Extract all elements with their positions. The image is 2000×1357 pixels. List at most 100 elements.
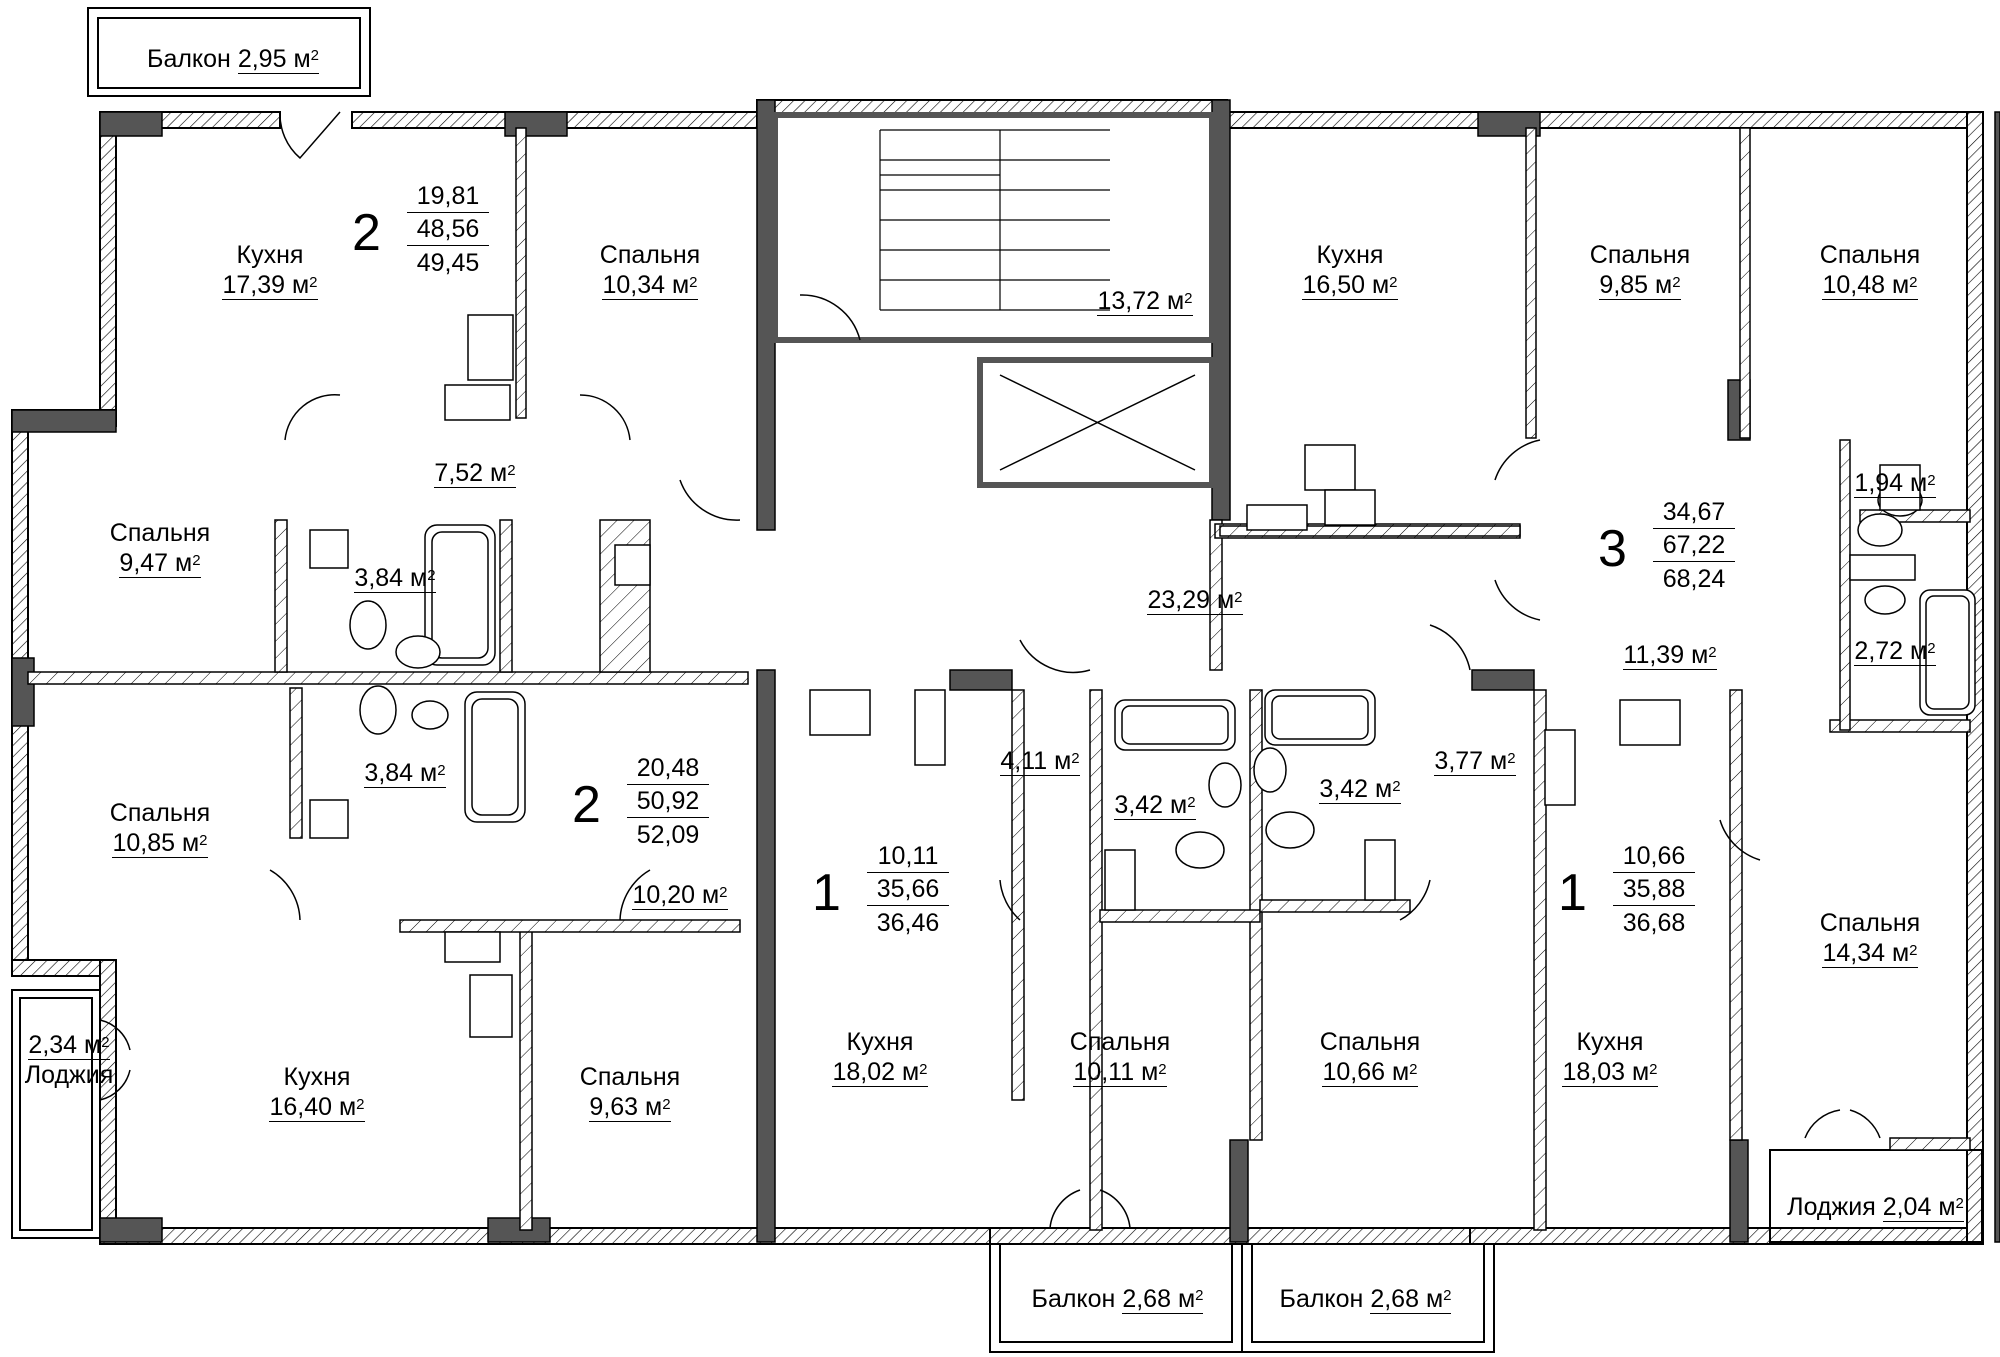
room-kitchen-1: Кухня 17,39 м2 <box>190 240 350 300</box>
room-name: Балкон <box>1279 1285 1364 1313</box>
room-name: Спальня <box>579 1063 681 1091</box>
room-hall-2: 10,20 м2 <box>632 881 728 910</box>
apartment-living-area: 34,67 <box>1653 496 1735 529</box>
stair-core <box>772 112 1215 488</box>
room-name: Спальня <box>599 241 701 269</box>
room-bedroom-2: Спальня 9,85 м2 <box>1560 240 1720 300</box>
room-bath-1: 3,84 м2 <box>354 564 436 593</box>
room-name: Кухня <box>1576 1028 1644 1056</box>
apartment-living-area: 20,48 <box>627 752 709 785</box>
room-area: 1,94 <box>1854 469 1904 497</box>
room-bath-4: 3,42 м2 <box>1114 791 1196 820</box>
room-hall-4: 4,11 м2 <box>1000 747 1080 776</box>
room-balcony-top: Балкон 2,95 м2 <box>147 45 319 74</box>
apartment-total-with-balcony: 49,45 <box>416 249 480 277</box>
apartment-living-area: 19,81 <box>407 180 489 213</box>
apartment-total-area: 50,92 <box>627 785 709 818</box>
room-area: 10,20 <box>632 881 696 909</box>
room-area: 2,72 <box>1854 637 1904 665</box>
apartment-total-area: 67,22 <box>1653 529 1735 562</box>
room-name: Спальня <box>109 519 211 547</box>
apartment-total-area: 35,88 <box>1613 873 1695 906</box>
room-area: 16,50 <box>1302 271 1366 299</box>
room-kitchen-2: Кухня 16,50 м2 <box>1270 240 1430 300</box>
apartment-rooms: 1 <box>1558 864 1587 922</box>
room-area: 18,03 <box>1562 1058 1626 1086</box>
door-swings <box>99 111 1881 1229</box>
room-bedroom-5: Спальня 10,85 м2 <box>80 798 240 858</box>
apartment-total-with-balcony: 68,24 <box>1662 565 1726 593</box>
room-area: 2,68 <box>1370 1285 1419 1313</box>
room-bath-5: 3,42 м2 <box>1319 775 1401 804</box>
room-bedroom-1: Спальня 10,34 м2 <box>570 240 730 300</box>
room-name: Лоджия <box>24 1061 114 1089</box>
room-hall-5: 3,77 м2 <box>1434 747 1516 776</box>
interior-walls <box>27 127 1971 1231</box>
room-kitchen-5: Кухня 18,03 м2 <box>1530 1027 1690 1087</box>
room-area: 10,85 <box>112 829 176 857</box>
room-area: 3,42 <box>1319 775 1369 803</box>
room-name: Спальня <box>1589 241 1691 269</box>
room-area: 13,72 <box>1097 287 1161 315</box>
apartment-total-with-balcony: 36,46 <box>876 909 940 937</box>
room-name: Спальня <box>1819 909 1921 937</box>
room-bath-2: 3,84 м2 <box>364 759 446 788</box>
room-area: 4,11 <box>1000 747 1048 775</box>
room-area: 17,39 <box>222 271 286 299</box>
room-bedroom-9: Спальня 10,66 м2 <box>1290 1027 1450 1087</box>
room-area: 11,39 <box>1623 641 1685 669</box>
room-area: 2,34 <box>28 1031 78 1059</box>
room-area: 23,29 <box>1147 586 1211 614</box>
room-kitchen-4: Кухня 18,02 м2 <box>800 1027 960 1087</box>
room-area: 18,02 <box>832 1058 896 1086</box>
room-name: Кухня <box>283 1063 351 1091</box>
apartment-rooms: 3 <box>1598 520 1627 578</box>
room-area: 3,42 <box>1114 791 1164 819</box>
room-stairwell: 13,72 м2 <box>1097 287 1193 316</box>
apartment-living-area: 10,66 <box>1613 840 1695 873</box>
room-hall-3: 11,39 м2 <box>1623 641 1717 670</box>
apartment-total-area: 48,56 <box>407 213 489 246</box>
room-name: Кухня <box>846 1028 914 1056</box>
apartment-total-with-balcony: 36,68 <box>1622 909 1686 937</box>
room-bedroom-6: Спальня 14,34 м2 <box>1790 908 1950 968</box>
apartment-total-area: 35,66 <box>867 873 949 906</box>
room-kitchen-3: Кухня 16,40 м2 <box>237 1062 397 1122</box>
room-name: Лоджия <box>1787 1193 1876 1221</box>
apartment-rooms: 2 <box>352 204 381 262</box>
room-bedroom-4: Спальня 9,47 м2 <box>80 518 240 578</box>
apartment-living-area: 10,11 <box>867 840 949 873</box>
balconies <box>11 7 1983 1353</box>
room-area: 10,48 <box>1822 271 1886 299</box>
room-name: Спальня <box>1069 1028 1171 1056</box>
room-hall-1: 7,52 м2 <box>434 459 516 488</box>
room-area: 10,66 <box>1322 1058 1386 1086</box>
kitchen-appliances <box>309 314 1921 1038</box>
sanitary-fixtures <box>349 483 1976 869</box>
room-name: Балкон <box>1031 1285 1116 1313</box>
room-bedroom-8: Спальня 10,11 м2 <box>1040 1027 1200 1087</box>
room-balcony-bottom-1: Балкон 2,68 м2 <box>1031 1285 1204 1314</box>
room-name: Балкон <box>147 45 231 73</box>
room-area: 9,63 <box>589 1093 639 1121</box>
room-area: 9,47 <box>119 549 169 577</box>
room-name: Спальня <box>1319 1028 1421 1056</box>
room-area: 10,11 <box>1073 1058 1135 1086</box>
room-area: 2,68 <box>1122 1285 1171 1313</box>
room-area: 14,34 <box>1822 939 1886 967</box>
apartment-rooms: 2 <box>572 776 601 834</box>
room-corridor: 23,29 м2 <box>1147 586 1243 615</box>
apartment-total-with-balcony: 52,09 <box>636 821 700 849</box>
room-area: 3,77 <box>1434 747 1484 775</box>
room-area: 9,85 <box>1599 271 1649 299</box>
room-loggia-right: Лоджия 2,04 м2 <box>1787 1193 1964 1222</box>
room-area: 2,04 <box>1882 1193 1932 1221</box>
room-area: 10,34 <box>602 271 666 299</box>
room-area: 16,40 <box>269 1093 333 1121</box>
room-area: 3,84 <box>364 759 414 787</box>
room-loggia-left: 2,34 м2 Лоджия <box>24 1031 114 1089</box>
room-bedroom-7: Спальня 9,63 м2 <box>550 1062 710 1122</box>
room-name: Спальня <box>109 799 211 827</box>
room-area: 7,52 <box>434 459 484 487</box>
